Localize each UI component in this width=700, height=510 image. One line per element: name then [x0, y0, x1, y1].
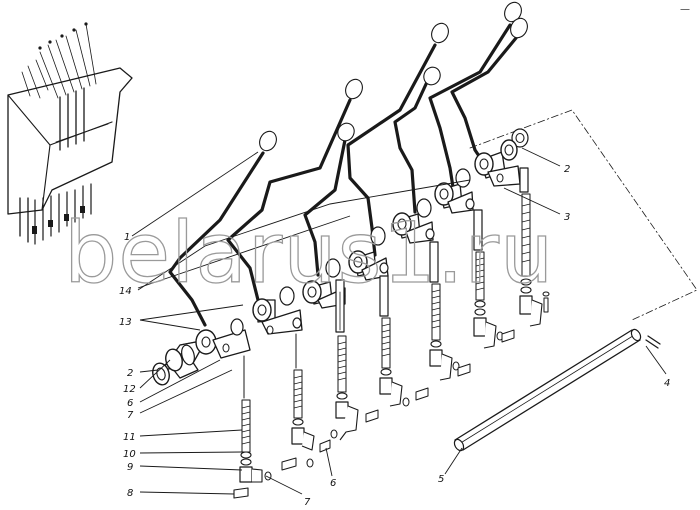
callout-1: 1	[124, 232, 130, 243]
valve-housing	[7, 22, 133, 245]
lever-7	[450, 17, 528, 167]
rod-3	[319, 279, 359, 453]
rod-6	[457, 209, 504, 377]
lever-5	[393, 66, 441, 214]
callout-7-bottom: 7	[304, 497, 311, 508]
callout-6-left: 6	[127, 398, 133, 409]
callout-12: 12	[123, 384, 136, 395]
callout-7-left: 7	[127, 410, 134, 421]
callout-6-bottom: 6	[330, 478, 336, 489]
callout-9: 9	[127, 462, 133, 473]
callout-14: 14	[119, 286, 132, 297]
control-levers	[168, 1, 528, 327]
callout-labels: 1 14 13 2 12 6 7 11 10 9 8 7 6 5 4 3 2 —	[119, 4, 690, 508]
hub-7	[474, 128, 529, 187]
callout-2-left: 2	[127, 368, 133, 379]
hub-5	[392, 198, 435, 244]
rod-7	[501, 167, 550, 343]
hub-1	[152, 318, 251, 386]
rod-5	[415, 241, 460, 401]
hub-2	[252, 286, 303, 335]
rod-assemblies	[233, 167, 550, 499]
rod-1	[233, 355, 272, 499]
hub-4	[348, 226, 389, 281]
callout-3: 3	[564, 212, 570, 223]
leader-lines	[131, 147, 667, 495]
callout-10: 10	[123, 449, 136, 460]
lever-3	[303, 122, 355, 277]
hub-6	[434, 168, 475, 214]
pivot-shaft	[453, 328, 661, 452]
watermark-text: belarus1.ru	[64, 204, 554, 302]
lever-2	[226, 78, 363, 302]
lever-hubs	[152, 128, 529, 386]
callout-2-right: 2	[564, 164, 570, 175]
lever-4	[346, 22, 449, 257]
callout-11: 11	[123, 432, 136, 443]
callout-13: 13	[119, 317, 132, 328]
rod-4	[365, 275, 410, 423]
lever-1	[168, 130, 277, 327]
callout-4: 4	[664, 378, 670, 389]
callout-8: 8	[127, 488, 133, 499]
lever-6	[428, 1, 522, 202]
rod-2	[281, 333, 315, 471]
callout-5: 5	[438, 474, 444, 485]
corner-mark: —	[680, 4, 690, 15]
front-bushing	[165, 344, 199, 379]
